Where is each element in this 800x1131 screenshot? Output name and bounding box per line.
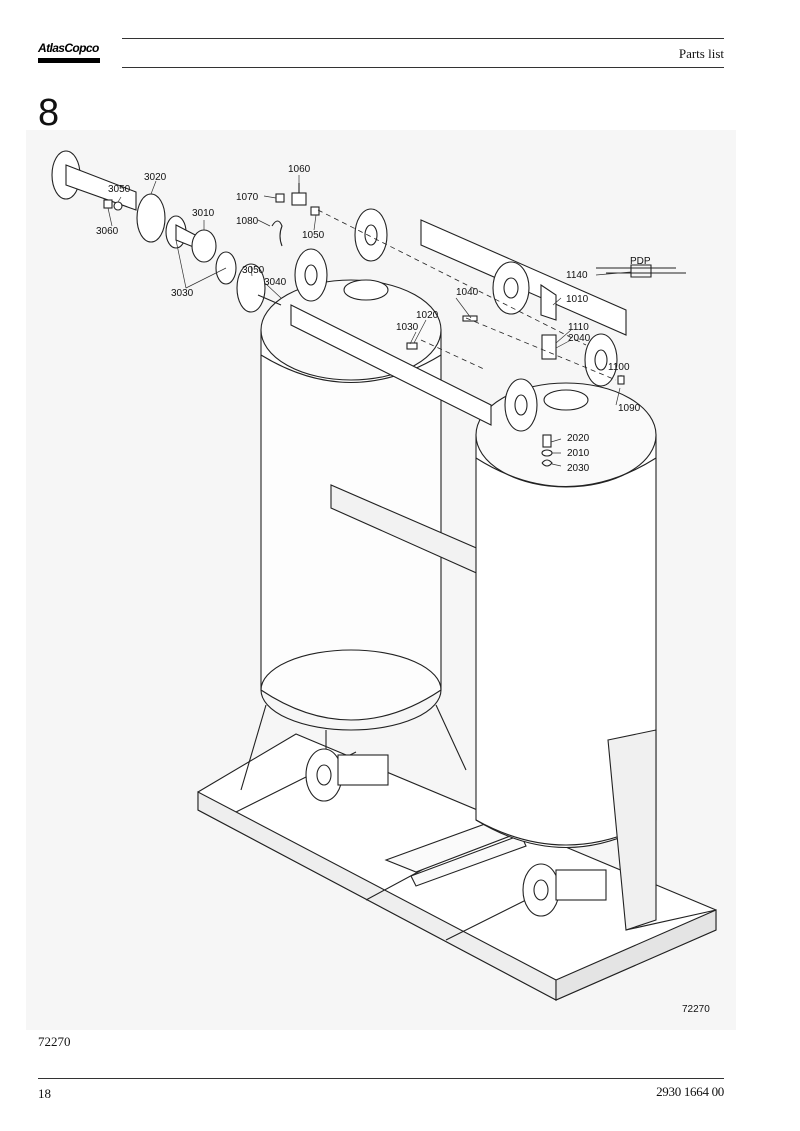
drawing-svg: 1060 1070 1080 1050 3050 3020 3010 3060 … (51, 150, 717, 1001)
callout-2010: 2010 (567, 448, 590, 459)
logo-text: AtlasCopco (38, 41, 99, 55)
left-vessel (240, 279, 482, 791)
callout-3060: 3060 (96, 226, 119, 237)
callout-1110: 1110 (568, 322, 589, 333)
callout-2030: 2030 (567, 463, 590, 474)
bottom-valves (305, 748, 607, 917)
assembly-guides (317, 209, 617, 381)
figure-code: 72270 (682, 1004, 710, 1015)
callout-3010: 3010 (192, 208, 215, 219)
section-number: 8 (38, 92, 60, 134)
callout-1050: 1050 (302, 230, 325, 241)
callout-1010: 1010 (566, 294, 589, 305)
callout-3040: 3040 (264, 277, 287, 288)
callout-2040: 2040 (568, 333, 591, 344)
callout-1080: 1080 (236, 216, 259, 227)
exploded-left-parts (51, 150, 282, 313)
callout-labels: 1060 1070 1080 1050 3050 3020 3010 3060 … (96, 164, 651, 474)
exploded-parts-drawing: 1060 1070 1080 1050 3050 3020 3010 3060 … (26, 130, 736, 1030)
leader-lines (107, 175, 632, 467)
figure-reference: 72270 (38, 1034, 71, 1049)
logo-bar (38, 58, 100, 63)
atlas-copco-logo: AtlasCopco (38, 38, 100, 68)
callout-3050-lower: 3050 (242, 265, 265, 276)
callout-3030: 3030 (171, 288, 194, 299)
right-vessel (475, 382, 717, 931)
callout-3020: 3020 (144, 172, 167, 183)
page-number: 18 (38, 1086, 51, 1101)
callout-2020: 2020 (567, 433, 590, 444)
footer-rule (38, 1078, 724, 1079)
callout-1070: 1070 (236, 192, 259, 203)
callout-1060: 1060 (288, 164, 311, 175)
callout-1100: 1100 (608, 362, 630, 373)
callout-1030: 1030 (396, 322, 419, 333)
callout-1140: 1140 (566, 270, 588, 281)
callout-pdp: PDP (630, 256, 651, 267)
callout-1040: 1040 (456, 287, 479, 298)
top-pipework (290, 208, 627, 432)
callout-1090: 1090 (618, 403, 641, 414)
callout-3050-upper: 3050 (108, 184, 131, 195)
document-number: 2930 1664 00 (656, 1084, 724, 1099)
callout-1020: 1020 (416, 310, 439, 321)
header-rule-top (122, 38, 724, 39)
section-title: Parts list (678, 46, 724, 61)
header-rule-bottom (122, 67, 724, 68)
